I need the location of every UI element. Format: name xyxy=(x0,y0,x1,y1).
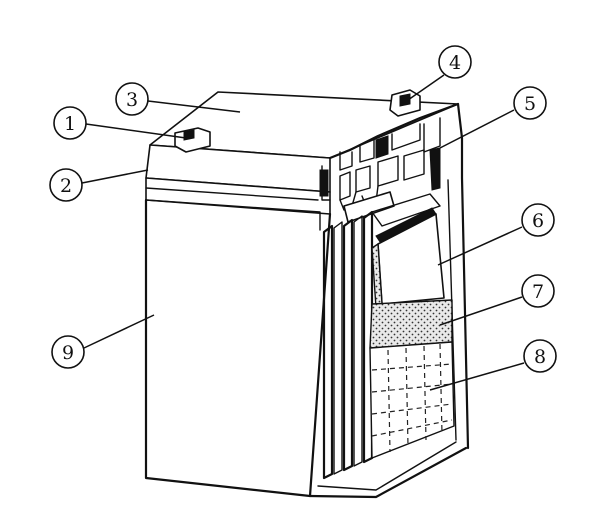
case-right-wall xyxy=(456,102,470,450)
leader-1 xyxy=(85,123,187,139)
plate-2 xyxy=(333,221,343,475)
cell-bridge xyxy=(343,191,395,223)
callout-2-label: 2 xyxy=(60,175,72,197)
terminal-1 xyxy=(174,127,211,153)
leader-2 xyxy=(81,169,149,184)
post-seal-3 xyxy=(377,155,399,187)
plate-1 xyxy=(322,224,334,480)
plate-4 xyxy=(353,215,363,467)
callout-3-label: 3 xyxy=(126,89,138,111)
grid-v4 xyxy=(439,343,443,435)
grid-plate xyxy=(369,341,455,459)
callout-4-label: 4 xyxy=(449,52,461,74)
leader-9 xyxy=(83,314,155,349)
callout-7: 7 xyxy=(521,274,555,308)
callout-8: 8 xyxy=(523,339,557,373)
grid-v1 xyxy=(387,349,391,453)
vent-cap xyxy=(391,123,421,151)
leader-7 xyxy=(439,296,523,326)
callout-3: 3 xyxy=(115,82,149,116)
valve-body xyxy=(375,135,389,159)
grid-outline xyxy=(369,341,455,459)
case-top-edge xyxy=(145,199,321,231)
callout-8-label: 8 xyxy=(534,346,546,368)
callout-5-label: 5 xyxy=(524,93,536,115)
lid-cut-edge xyxy=(328,102,460,160)
leader-6 xyxy=(437,226,523,266)
grid-v3 xyxy=(423,345,427,441)
callout-6-label: 6 xyxy=(532,210,544,232)
callout-6: 6 xyxy=(521,203,555,237)
callout-1-label: 1 xyxy=(64,113,76,135)
lid-cutaway xyxy=(319,102,460,223)
post-seal-2 xyxy=(355,165,371,193)
case-bottom-edge xyxy=(308,446,468,499)
plate-top-edge xyxy=(371,193,441,227)
valve-housing-1 xyxy=(339,151,353,171)
grid-h2 xyxy=(371,383,453,393)
valve-housing-2 xyxy=(359,139,375,163)
plate-stack xyxy=(322,193,441,480)
electrode-plate-face xyxy=(377,213,445,305)
post-seal-1 xyxy=(339,171,351,201)
lid-sealant-left xyxy=(319,169,329,197)
post-seal-4 xyxy=(403,149,425,181)
separator xyxy=(369,299,453,349)
battery-case xyxy=(144,91,470,499)
grid-v2 xyxy=(405,347,409,447)
case-front-face xyxy=(144,198,332,498)
callout-9-label: 9 xyxy=(62,342,74,364)
leader-lines xyxy=(81,74,525,391)
vent-channel xyxy=(423,117,441,153)
grid-h3 xyxy=(371,403,453,415)
callout-9: 9 xyxy=(51,335,85,369)
callout-1: 1 xyxy=(53,106,87,140)
lid-seam-line xyxy=(145,187,319,201)
leader-8 xyxy=(429,362,525,391)
electrode-plate xyxy=(371,213,445,309)
separator-band xyxy=(369,299,453,349)
callout-5: 5 xyxy=(513,86,547,120)
callout-4: 4 xyxy=(438,45,472,79)
lid-sealant-right xyxy=(429,147,441,191)
leader-4 xyxy=(407,74,445,101)
callout-2: 2 xyxy=(49,168,83,202)
leader-5 xyxy=(439,109,515,149)
grid-h1 xyxy=(371,363,453,371)
terminal-4-post xyxy=(399,93,411,107)
case-inner-bottom xyxy=(317,441,457,491)
grid-h4 xyxy=(371,419,453,437)
plate-3 xyxy=(342,218,354,472)
leader-3 xyxy=(147,100,241,113)
callout-7-label: 7 xyxy=(532,281,544,303)
